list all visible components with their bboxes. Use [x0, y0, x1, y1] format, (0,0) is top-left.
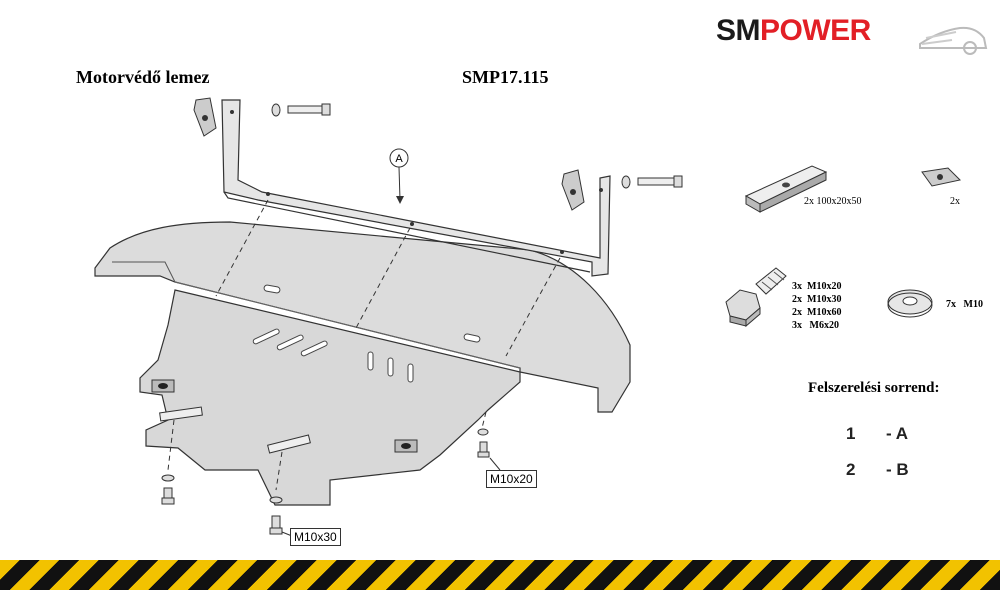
plate-label: 2x 100x20x50 — [804, 196, 862, 207]
skid-plate-lower — [139, 289, 521, 506]
sequence-step-part: - A — [886, 424, 909, 443]
bolt-list-item: 3x M6x20 — [792, 320, 839, 331]
bolt-list-item: 2x M10x30 — [792, 294, 842, 305]
bolt-list: 3x M10x20 2x M10x30 2x M10x60 3x M6x20 — [792, 280, 841, 332]
bolt-bottom-mid — [269, 496, 283, 535]
bolt-right — [477, 428, 490, 458]
bolt-bottom-left — [161, 474, 175, 505]
clip-nut-icon — [921, 167, 962, 187]
exploded-assembly-diagram: A — [94, 97, 683, 537]
sequence-step-number: 1 — [846, 424, 856, 443]
bolt-list-item: 3x M10x20 — [792, 281, 842, 292]
bolt-label-m10x20: M10x20 — [486, 470, 537, 488]
reinforcement-plate-icon — [744, 165, 828, 213]
sequence-title: Felszerelési sorrend: — [808, 380, 940, 396]
logo-text-power: POWER — [760, 14, 871, 47]
bolt-label-m10x30: M10x30 — [290, 528, 341, 546]
sequence-step-number: 2 — [846, 460, 856, 479]
callout-a-label: A — [395, 153, 403, 165]
logo-text-sm: SM — [716, 14, 761, 47]
bolt-list-item: 2x M10x60 — [792, 307, 842, 318]
hex-bolt-icon — [725, 267, 787, 328]
smpower-logo: SMPOWER — [716, 14, 988, 64]
sequence-step: 2 — [846, 460, 855, 480]
washer-label: 7x M10 — [946, 299, 983, 310]
page-title: Motorvédő lemez — [76, 67, 210, 87]
sequence-step: 1 — [846, 424, 855, 444]
clip-label: 2x — [950, 196, 960, 207]
car-silhouette-icon — [919, 26, 988, 55]
hazard-stripe-footer — [0, 560, 1000, 590]
sequence-step-part: - B — [886, 460, 909, 479]
bracket-a — [221, 99, 611, 277]
product-code: SMP17.115 — [462, 67, 549, 87]
washer-icon — [887, 289, 933, 318]
